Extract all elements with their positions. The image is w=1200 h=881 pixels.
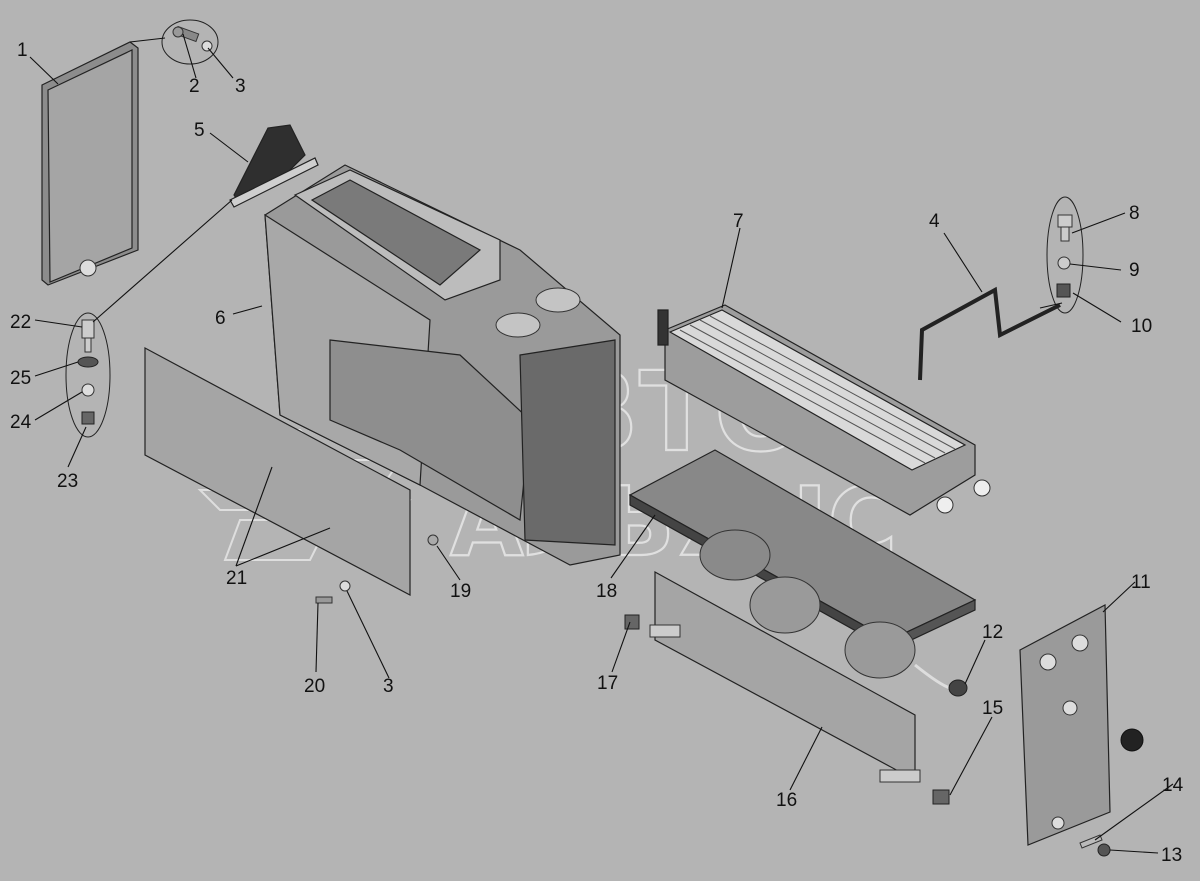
callout-4: 4	[929, 211, 940, 232]
part-18-fan-plate	[628, 449, 977, 679]
callout-17: 17	[597, 673, 618, 694]
callout-10: 10	[1131, 316, 1152, 337]
part-12-connector	[914, 663, 968, 697]
part-3-washer-bottom	[339, 580, 351, 592]
callout-24: 24	[10, 412, 32, 433]
part-22-bolt	[81, 319, 95, 353]
part-2-bolt	[172, 25, 200, 43]
part-11-side-cover	[1019, 604, 1111, 846]
leader-lines	[29, 33, 1174, 854]
callout-1: 1	[17, 40, 28, 61]
callout-13: 13	[1161, 845, 1182, 866]
callout-5: 5	[194, 120, 205, 141]
part-13-nut	[1097, 843, 1111, 857]
callout-21: 21	[226, 568, 247, 589]
part-5-bracket	[229, 124, 319, 208]
group-ellipse-2-3	[161, 19, 219, 65]
part-17-sleeve	[624, 614, 640, 630]
group-ellipse-8-10	[1046, 196, 1084, 314]
part-20-screw	[315, 596, 333, 604]
part-1-side-panel	[41, 41, 139, 286]
callout-6: 6	[215, 308, 226, 329]
callout-23: 23	[57, 471, 78, 492]
callout-labels: 1 2 3 5 6 7 4 8 9 10 11 12 13 14 15 16 1…	[10, 40, 1184, 866]
group-ellipse-22-25	[65, 312, 111, 438]
part-24-washer	[81, 383, 95, 397]
callout-20: 20	[304, 676, 325, 697]
part-16-shutter	[649, 570, 921, 783]
callout-7: 7	[733, 211, 744, 232]
callout-16: 16	[776, 790, 797, 811]
callout-14: 14	[1162, 775, 1184, 796]
callout-25: 25	[10, 368, 31, 389]
part-25-washer	[77, 356, 99, 368]
callout-3-bottom: 3	[383, 676, 394, 697]
part-7-radiator	[657, 304, 991, 516]
callout-3-top: 3	[235, 76, 246, 97]
callout-22: 22	[10, 312, 31, 333]
part-23-nut	[81, 411, 95, 425]
part-8-bolt	[1057, 214, 1073, 242]
callout-2: 2	[189, 76, 200, 97]
part-19-plug	[427, 534, 439, 546]
callout-9: 9	[1129, 260, 1140, 281]
part-4-strap	[918, 286, 1061, 381]
part-3-washer-top	[201, 40, 213, 52]
part-21-front-panel	[144, 346, 411, 596]
part-9-washer	[1057, 256, 1071, 270]
callout-11: 11	[1131, 572, 1151, 593]
part-10-nut	[1056, 283, 1071, 298]
callout-12: 12	[982, 622, 1003, 643]
callout-8: 8	[1129, 203, 1140, 224]
grommet-icon	[1120, 728, 1144, 752]
part-15-sleeve	[932, 789, 950, 805]
callout-15: 15	[982, 698, 1003, 719]
callout-18: 18	[596, 581, 617, 602]
callout-19: 19	[450, 581, 471, 602]
part-6-housing	[264, 164, 621, 566]
